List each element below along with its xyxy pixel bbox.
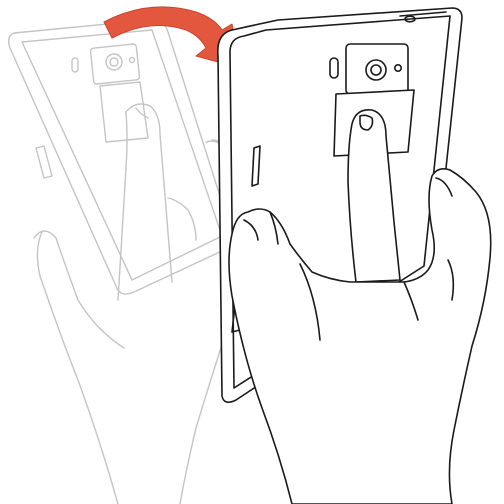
ghost-laser-icon <box>72 58 78 72</box>
ghost-index-finger <box>126 104 172 282</box>
foreground-phone-and-hand <box>218 8 491 504</box>
ghost-camera-module <box>90 44 140 85</box>
ghost-fingerprint-sensor-icon <box>100 82 148 142</box>
ghost-camera-lens-icon <box>106 54 122 70</box>
ghost-palm <box>37 232 118 504</box>
ghost-phone-and-hand <box>9 20 253 504</box>
ghost-side-button <box>36 146 52 178</box>
camera-module <box>346 44 408 94</box>
ghost-flash-icon <box>130 58 135 63</box>
